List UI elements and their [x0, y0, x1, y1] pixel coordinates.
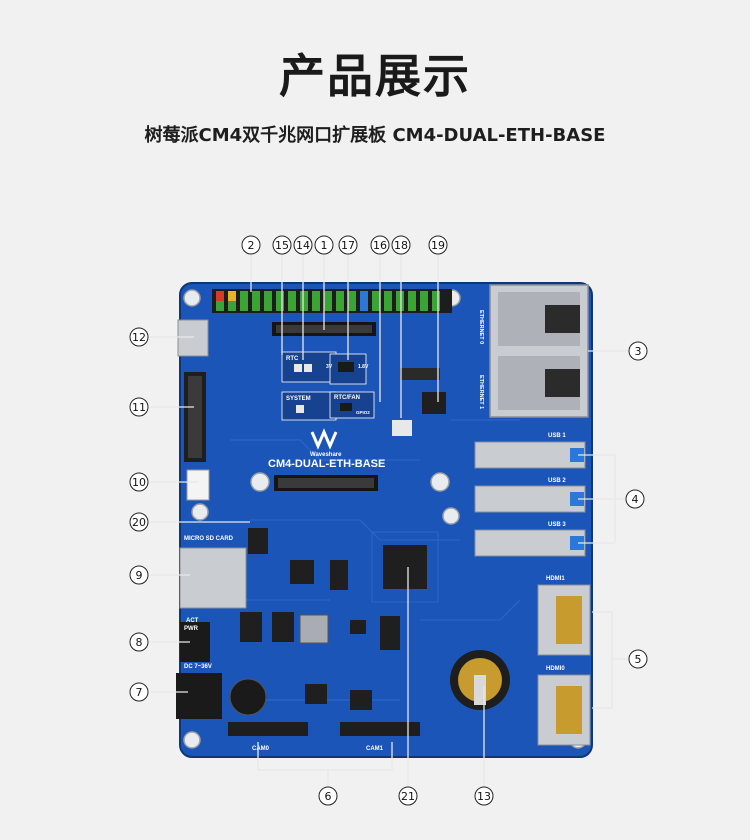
- callout-20: 20: [132, 516, 146, 529]
- hdmi-ports: HDMI1 HDMI0: [537, 576, 591, 746]
- callout-lines: [150, 254, 628, 786]
- svg-text:CAM0: CAM0: [252, 746, 270, 752]
- callout-1: 1: [321, 239, 328, 252]
- svg-text:3V: 3V: [326, 364, 333, 370]
- callout-8: 8: [136, 636, 143, 649]
- ethernet-jacks: ETHERNET 0 ETHERNET 1: [478, 284, 589, 418]
- svg-text:ETHERNET 1: ETHERNET 1: [478, 375, 484, 409]
- svg-text:RTC: RTC: [286, 356, 299, 362]
- callout-11: 11: [132, 401, 146, 414]
- page-subtitle: 树莓派CM4双千兆网口扩展板 CM4-DUAL-ETH-BASE: [144, 125, 606, 146]
- page-title: 产品展示: [279, 49, 471, 103]
- callout-14: 14: [296, 239, 310, 252]
- callout-7: 7: [136, 686, 143, 699]
- callout-9: 9: [136, 569, 143, 582]
- callout-3: 3: [635, 345, 642, 358]
- callout-circles: [129, 235, 648, 806]
- main-chip: [383, 545, 427, 589]
- svg-text:GPIO2: GPIO2: [356, 410, 370, 415]
- svg-text:CM4-DUAL-ETH-BASE: CM4-DUAL-ETH-BASE: [268, 458, 385, 470]
- svg-text:SYSTEM: SYSTEM: [286, 396, 311, 402]
- callout-16: 16: [373, 239, 387, 252]
- svg-text:1.8V: 1.8V: [358, 364, 369, 370]
- svg-text:Waveshare: Waveshare: [310, 452, 342, 458]
- callout-numbers: 2 15 14 1 17 16 18 19 12 3 11 10 4 20 9 …: [132, 239, 642, 803]
- svg-text:DC 7~36V: DC 7~36V: [184, 664, 212, 670]
- left-connectors: MICRO SD CARD ACT PWR DC 7~36V: [176, 319, 267, 719]
- callout-18: 18: [394, 239, 408, 252]
- svg-text:RTC/FAN: RTC/FAN: [334, 395, 360, 401]
- callout-5: 5: [635, 653, 642, 666]
- svg-text:HDMI0: HDMI0: [546, 666, 565, 672]
- callout-10: 10: [132, 476, 146, 489]
- callout-19: 19: [431, 239, 445, 252]
- callout-21: 21: [401, 790, 415, 803]
- svg-text:MICRO SD CARD: MICRO SD CARD: [184, 536, 234, 542]
- callout-6: 6: [325, 790, 332, 803]
- svg-text:PWR: PWR: [184, 626, 199, 632]
- callout-4: 4: [632, 493, 639, 506]
- rtc-battery-holder: [450, 650, 510, 710]
- rtc-chip: [422, 392, 446, 414]
- svg-text:ETHERNET 0: ETHERNET 0: [478, 310, 484, 344]
- callout-12: 12: [132, 331, 146, 344]
- misc-components: [240, 528, 400, 710]
- camera-connectors: CAM0 CAM1: [228, 722, 420, 752]
- svg-text:USB 2: USB 2: [548, 478, 566, 484]
- gpio-header: [212, 289, 452, 313]
- callout-17: 17: [341, 239, 355, 252]
- svg-text:USB 1: USB 1: [548, 433, 566, 439]
- callout-2: 2: [248, 239, 255, 252]
- svg-text:CAM1: CAM1: [366, 746, 384, 752]
- svg-text:ACT: ACT: [186, 618, 199, 624]
- board-branding: Waveshare CM4-DUAL-ETH-BASE: [268, 428, 385, 470]
- callout-15: 15: [275, 239, 289, 252]
- switch-area: RTC SYSTEM 3V 1.8V RTC/FAN GPIO2: [281, 351, 375, 421]
- usb-ports: USB 1 USB 2 USB 3: [474, 433, 586, 557]
- pcb-traces: [230, 419, 521, 701]
- svg-text:HDMI1: HDMI1: [546, 576, 565, 582]
- svg-text:USB 3: USB 3: [548, 522, 566, 528]
- callout-13: 13: [477, 790, 491, 803]
